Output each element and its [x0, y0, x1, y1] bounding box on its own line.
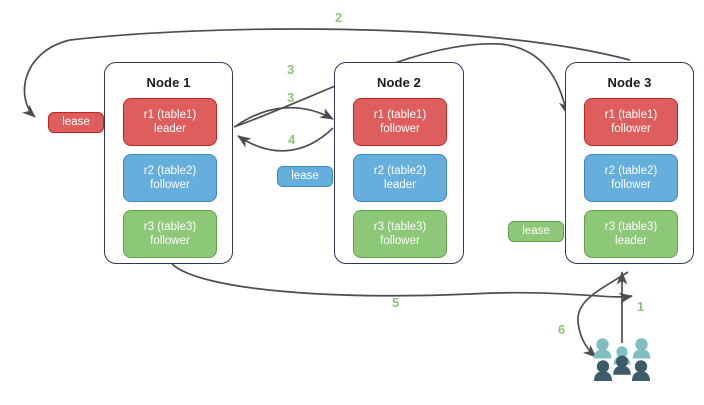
replica-role: follower — [380, 123, 420, 135]
replica-name: r3 (table3) — [373, 221, 427, 233]
lease-label: lease — [62, 116, 90, 128]
node-box-node-1[interactable]: Node 1 r1 (table1) leader r2 (table2) fo… — [104, 62, 233, 264]
replica-name: r1 (table1) — [604, 109, 658, 121]
replica-node-3-r3[interactable]: r3 (table3) leader — [584, 210, 678, 258]
lease-chip-red[interactable]: lease — [48, 112, 104, 133]
replica-name: r2 (table2) — [604, 165, 658, 177]
replica-role: follower — [380, 235, 420, 247]
replica-role: follower — [150, 179, 190, 191]
step-label-3-lower: 3 — [287, 90, 295, 105]
edge-step-4 — [237, 127, 334, 152]
step-label-6: 6 — [558, 322, 566, 337]
replica-node-2-r3[interactable]: r3 (table3) follower — [353, 210, 447, 258]
lease-label: lease — [291, 170, 319, 182]
node-box-node-2[interactable]: Node 2 r1 (table1) follower r2 (table2) … — [334, 62, 464, 264]
replica-node-1-r1[interactable]: r1 (table1) leader — [123, 98, 217, 146]
replica-role: leader — [384, 179, 416, 191]
replica-role: leader — [615, 235, 647, 247]
replica-role: leader — [154, 123, 186, 135]
replica-role: follower — [611, 179, 651, 191]
step-label-1: 1 — [637, 299, 645, 314]
replica-name: r3 (table3) — [604, 221, 658, 233]
replica-node-2-r2[interactable]: r2 (table2) leader — [353, 154, 447, 202]
lease-chip-green[interactable]: lease — [508, 221, 564, 242]
lease-chip-blue[interactable]: lease — [277, 166, 333, 187]
replica-name: r2 (table2) — [143, 165, 197, 177]
replica-role: follower — [150, 235, 190, 247]
edge-step-3-to-node2 — [235, 106, 334, 127]
step-label-4: 4 — [288, 132, 296, 147]
edge-step-5 — [171, 263, 634, 304]
node-title: Node 1 — [146, 75, 191, 90]
step-label-5: 5 — [392, 295, 400, 310]
replica-node-3-r2[interactable]: r2 (table2) follower — [584, 154, 678, 202]
replica-node-3-r1[interactable]: r1 (table1) follower — [584, 98, 678, 146]
node-title: Node 3 — [607, 75, 652, 90]
step-label-3-upper: 3 — [287, 62, 295, 77]
replica-node-2-r1[interactable]: r1 (table1) follower — [353, 98, 447, 146]
replica-name: r1 (table1) — [373, 109, 427, 121]
node-box-node-3[interactable]: Node 3 r1 (table1) follower r2 (table2) … — [565, 62, 694, 264]
replica-node-1-r2[interactable]: r2 (table2) follower — [123, 154, 217, 202]
step-label-2: 2 — [335, 10, 343, 25]
replica-node-1-r3[interactable]: r3 (table3) follower — [123, 210, 217, 258]
replica-name: r2 (table2) — [373, 165, 427, 177]
replica-name: r3 (table3) — [143, 221, 197, 233]
node-title: Node 2 — [377, 75, 421, 90]
replica-role: follower — [611, 123, 651, 135]
replica-name: r1 (table1) — [143, 109, 197, 121]
users-group-icon — [593, 338, 651, 381]
lease-label: lease — [522, 225, 550, 237]
